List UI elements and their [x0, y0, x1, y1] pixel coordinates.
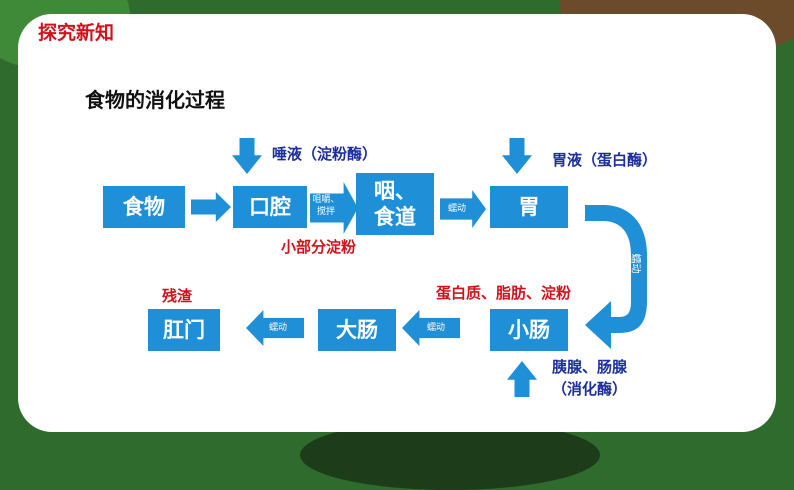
- node-stomach: 胃: [490, 186, 568, 228]
- node-mouth: 口腔: [233, 186, 307, 228]
- arrow-label-peristalsis-4: 蠕动: [268, 323, 287, 333]
- label-mouth-digest: 小部分淀粉: [281, 238, 357, 256]
- node-small-intestine: 小肠: [490, 309, 568, 351]
- label-small-digest: 蛋白质、脂肪、淀粉: [436, 284, 572, 302]
- label-saliva: 唾液（淀粉酶）: [272, 145, 378, 163]
- label-gastric: 胃液（蛋白酶）: [552, 151, 658, 169]
- node-food: 食物: [103, 186, 185, 228]
- arrow-stomach-to-small: [585, 205, 647, 349]
- arrow-label-peristalsis-2: 蠕动: [629, 253, 641, 274]
- arrow-label-peristalsis-3: 蠕动: [426, 323, 445, 333]
- section-tag: 探究新知: [38, 22, 115, 44]
- node-large-intestine: 大肠: [318, 309, 396, 351]
- arrow-label-peristalsis-1: 蠕动: [447, 204, 466, 214]
- node-pharynx: 咽、 食道: [356, 173, 434, 235]
- label-residue: 残渣: [162, 287, 193, 305]
- slide-title: 食物的消化过程: [85, 88, 225, 112]
- label-pancreatic: 胰腺、肠腺 （消化酶）: [552, 358, 628, 398]
- node-anus: 肛门: [148, 309, 220, 351]
- arrow-label-chew: 咀嚼、 搅拌: [312, 195, 340, 217]
